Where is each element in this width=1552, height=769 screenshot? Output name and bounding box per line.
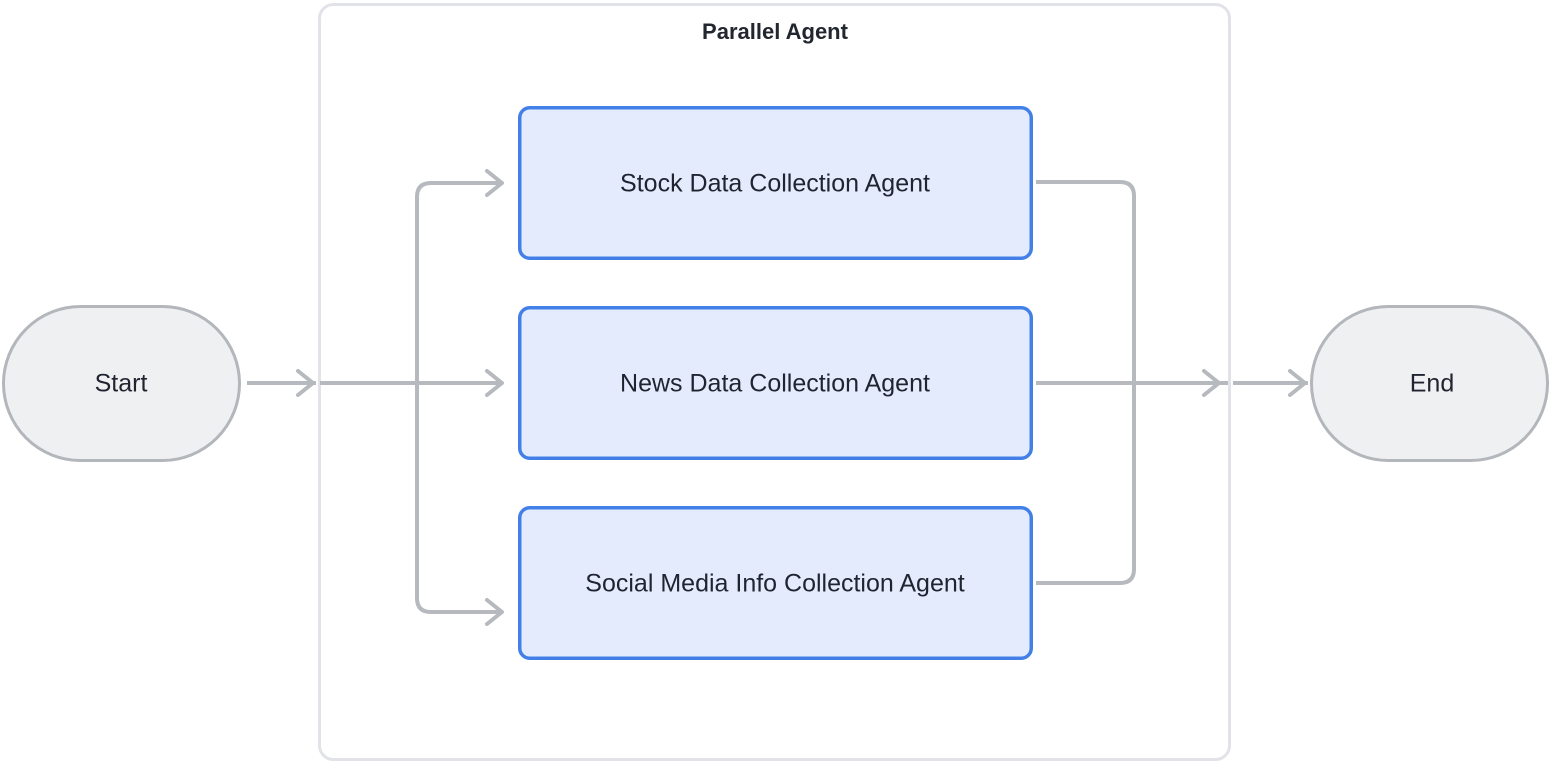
edge-fan-in bbox=[1036, 180, 1228, 585]
edge-fan-out-branch-bottom bbox=[415, 383, 503, 614]
agent-label-social: Social Media Info Collection Agent bbox=[585, 570, 964, 598]
edge-fan-in-arrowhead bbox=[1202, 369, 1221, 397]
edge-fan-out-branch-top bbox=[415, 181, 503, 383]
node-stock-data-collection-agent[interactable]: Stock Data Collection Agent bbox=[518, 106, 1033, 260]
edge-group-to-end-arrowhead bbox=[1288, 369, 1307, 397]
node-start[interactable]: Start bbox=[2, 305, 241, 462]
agent-box-rect-stock bbox=[518, 106, 1033, 260]
agent-label-stock: Stock Data Collection Agent bbox=[620, 170, 930, 198]
node-news-data-collection-agent[interactable]: News Data Collection Agent bbox=[518, 306, 1033, 460]
end-label: End bbox=[1410, 370, 1454, 398]
edge-fan-out-arrowhead-middle bbox=[485, 369, 504, 397]
edge-fan-out bbox=[320, 169, 504, 626]
node-end[interactable]: End bbox=[1310, 305, 1549, 462]
agent-box-rect-social bbox=[518, 506, 1033, 660]
start-shape bbox=[2, 305, 241, 462]
edge-fan-in-branch-bottom bbox=[1036, 383, 1136, 585]
end-shape bbox=[1310, 305, 1549, 462]
group-title-parallel-agent: Parallel Agent bbox=[702, 19, 849, 44]
edge-group-to-end bbox=[1233, 369, 1308, 397]
agent-box-rect-news bbox=[518, 306, 1033, 460]
edge-start-to-group bbox=[247, 369, 316, 397]
start-label: Start bbox=[95, 370, 148, 398]
agent-label-news: News Data Collection Agent bbox=[620, 370, 930, 398]
edge-fan-out-arrowhead-bottom bbox=[485, 598, 504, 626]
node-social-media-info-collection-agent[interactable]: Social Media Info Collection Agent bbox=[518, 506, 1033, 660]
edge-fan-in-branch-top bbox=[1036, 180, 1136, 383]
edge-start-to-group-arrowhead bbox=[296, 369, 315, 397]
edge-fan-out-arrowhead-top bbox=[485, 169, 504, 197]
